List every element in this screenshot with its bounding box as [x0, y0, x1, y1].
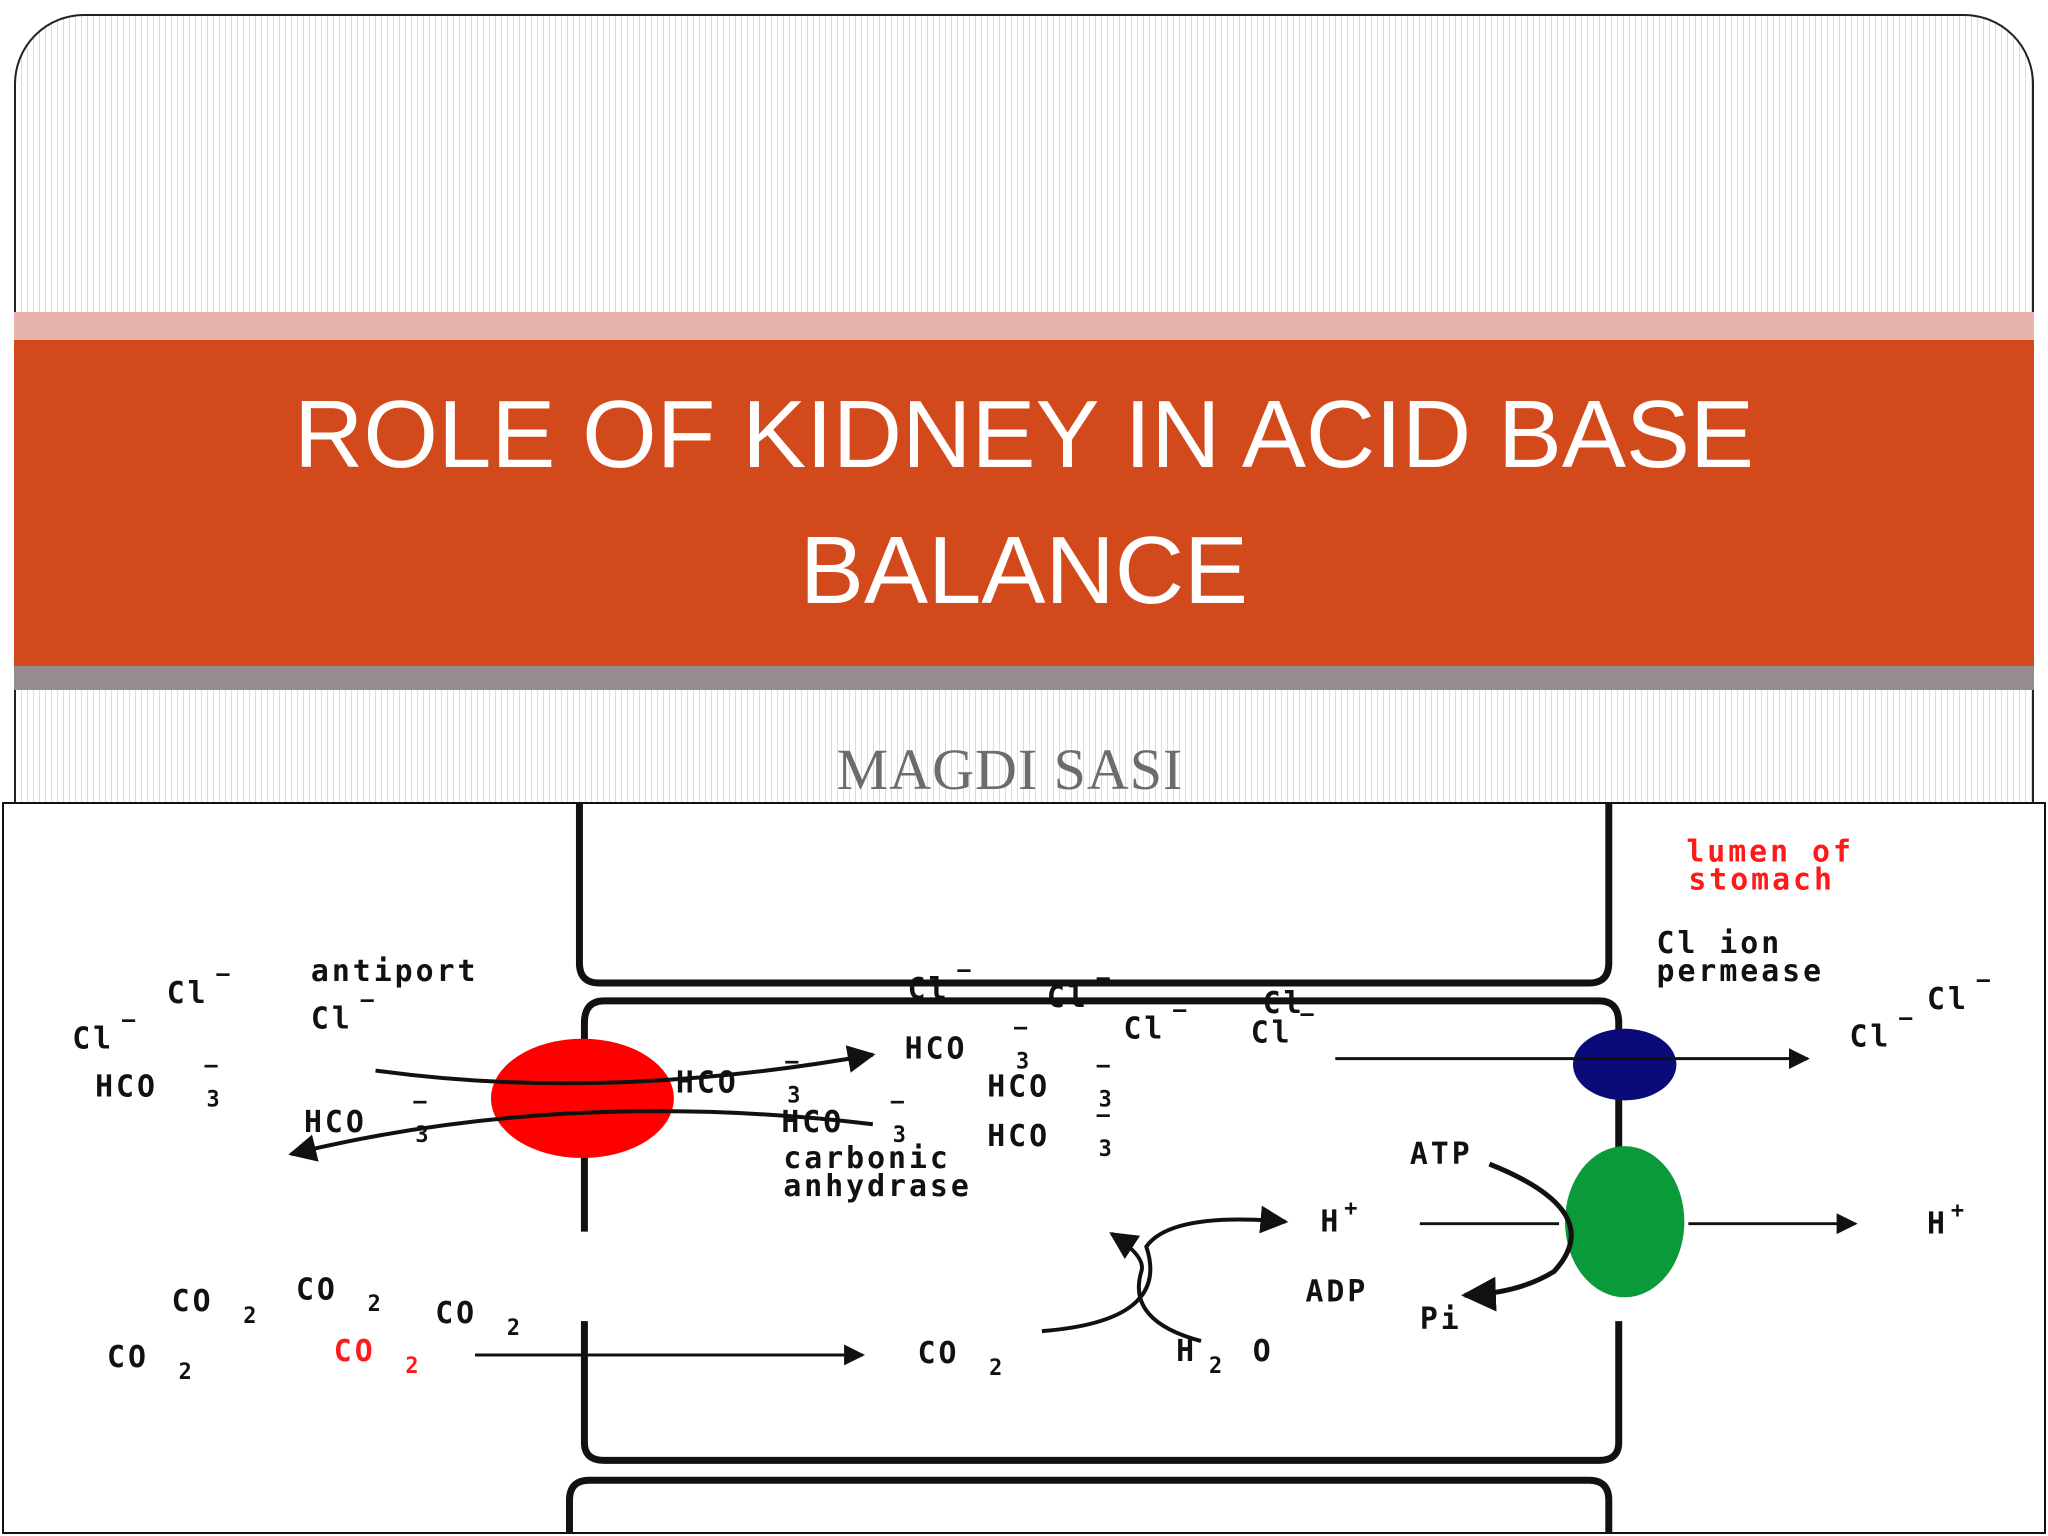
hco3-label: HCO	[304, 1105, 367, 1140]
minus-sign: —	[1097, 1103, 1113, 1128]
bicarbonate-labels: HCO 3 — HCO 3 — HCO 3 — HCO 3 — HCO 3 — …	[95, 1016, 1115, 1162]
subscript-3: 3	[206, 1087, 222, 1112]
cl-permease-channel	[1572, 1028, 1677, 1101]
subscript-3: 3	[415, 1123, 431, 1148]
hco3-label: HCO	[987, 1119, 1050, 1154]
plus-sign: +	[1344, 1197, 1360, 1222]
h-ion-label: H	[1320, 1205, 1341, 1240]
cl-ion-label: Cl	[1047, 980, 1089, 1015]
co2-label: CO	[296, 1272, 338, 1307]
plus-sign: +	[1951, 1199, 1967, 1224]
arrow-carbonic-h	[1041, 1205, 1289, 1334]
co2-label-highlighted: CO	[334, 1334, 376, 1369]
cl-permease-label: Cl ion	[1657, 926, 1783, 961]
minus-sign: —	[413, 1089, 429, 1114]
title-accent-top	[14, 312, 2034, 340]
minus-sign: —	[1014, 1016, 1030, 1041]
subscript-3: 3	[893, 1123, 909, 1148]
hco3-label: HCO	[905, 1032, 968, 1067]
cl-ion-label: Cl	[167, 976, 209, 1011]
cl-ion-label: Cl	[1849, 1020, 1891, 1055]
subscript-3: 3	[1099, 1087, 1115, 1112]
lumen-label-2: stomach	[1688, 863, 1835, 898]
cl-ion-label: Cl	[1123, 1012, 1165, 1047]
subscript-2: 2	[243, 1304, 259, 1329]
minus-sign: —	[205, 1054, 221, 1079]
water-label: H 2 O	[1176, 1334, 1274, 1379]
hco3-label: HCO	[676, 1065, 739, 1100]
co2-labels: CO 2 CO 2 CO 2 CO 2 CO 2 CO 2	[107, 1272, 1005, 1385]
h2o-o: O	[1253, 1334, 1274, 1369]
hco3-label: HCO	[95, 1069, 158, 1104]
author-name: MAGDI SASI	[836, 737, 1184, 802]
subscript-3: 3	[787, 1083, 803, 1108]
minus-sign: —	[361, 988, 377, 1013]
subscript-3: 3	[1016, 1050, 1032, 1075]
minus-sign: —	[1173, 998, 1189, 1023]
adp-label: ADP	[1305, 1274, 1368, 1309]
subscript-2: 2	[405, 1354, 421, 1379]
atp-label: ATP	[1410, 1137, 1473, 1172]
minus-sign: —	[1899, 1006, 1915, 1031]
co2-label: CO	[435, 1296, 477, 1331]
arrow-cl-antiport-in	[375, 1045, 876, 1086]
cl-ion-label: Cl	[908, 972, 950, 1007]
minus-sign: —	[891, 1089, 907, 1114]
minus-sign: —	[1977, 968, 1993, 993]
arrow-atp-adp	[1461, 1161, 1574, 1312]
co2-label: CO	[107, 1340, 149, 1375]
minus-sign: —	[1097, 966, 1113, 991]
subscript-2: 2	[989, 1356, 1005, 1381]
title-band: ROLE OF KIDNEY IN ACID BASE BALANCE	[14, 340, 2034, 666]
cl-permease-label-2: permease	[1657, 954, 1825, 989]
subscript-3: 3	[1099, 1137, 1115, 1162]
antiport-label: antiport	[311, 954, 479, 989]
cl-ion-labels: Cl — Cl — Cl — Cl — Cl — Cl — Cl — Cl — …	[72, 958, 1993, 1057]
cell-wall-bottom	[566, 1476, 1613, 1532]
cl-ion-label: Cl	[1251, 1016, 1293, 1051]
lumen-label: lumen of	[1686, 835, 1854, 870]
minus-sign: —	[785, 1050, 801, 1075]
diagram-svg: lumen of stomach antiport Cl ion permeas…	[72, 804, 1993, 1532]
title-accent-bottom	[14, 666, 2034, 690]
hco3-label: HCO	[781, 1105, 844, 1140]
cl-ion-label: Cl	[311, 1002, 353, 1037]
slide-title: ROLE OF KIDNEY IN ACID BASE BALANCE	[294, 381, 1754, 624]
co2-label: CO	[918, 1336, 960, 1371]
cl-ion-label: Cl	[1927, 982, 1969, 1017]
pi-label: Pi	[1420, 1302, 1462, 1337]
minus-sign: —	[957, 958, 973, 983]
antiport-transporter	[490, 1038, 674, 1159]
cell-body	[580, 997, 1623, 1464]
minus-sign: —	[1312, 972, 1328, 997]
co2-label: CO	[172, 1284, 214, 1319]
minus-sign: —	[122, 1008, 138, 1033]
subscript-2: 2	[179, 1360, 195, 1385]
minus-sign: —	[216, 962, 232, 987]
cell-wall-left-top	[575, 804, 1613, 987]
cl-ion-label: Cl	[72, 1022, 114, 1057]
h2o-h: H	[1176, 1334, 1197, 1369]
subscript-2: 2	[507, 1316, 523, 1341]
arrow-hco3-antiport-out	[288, 1109, 874, 1162]
carbonic-anhydrase-label: carbonic	[783, 1141, 951, 1176]
proton-labels: H + H +	[1320, 1197, 1967, 1242]
parietal-cell-diagram: lumen of stomach antiport Cl ion permeas…	[2, 802, 2046, 1534]
subscript-2: 2	[1209, 1354, 1225, 1379]
carbonic-anhydrase-label-2: anhydrase	[783, 1169, 971, 1204]
arrow-carbonic-hco3	[1109, 1231, 1202, 1343]
minus-sign: —	[1300, 1002, 1316, 1027]
cl-ion-label: Cl	[1263, 986, 1305, 1021]
subscript-2: 2	[368, 1292, 384, 1317]
minus-sign: —	[1097, 1054, 1113, 1079]
hco3-label: HCO	[987, 1069, 1050, 1104]
proton-pump	[1565, 1146, 1685, 1298]
h-ion-label: H	[1927, 1207, 1948, 1242]
